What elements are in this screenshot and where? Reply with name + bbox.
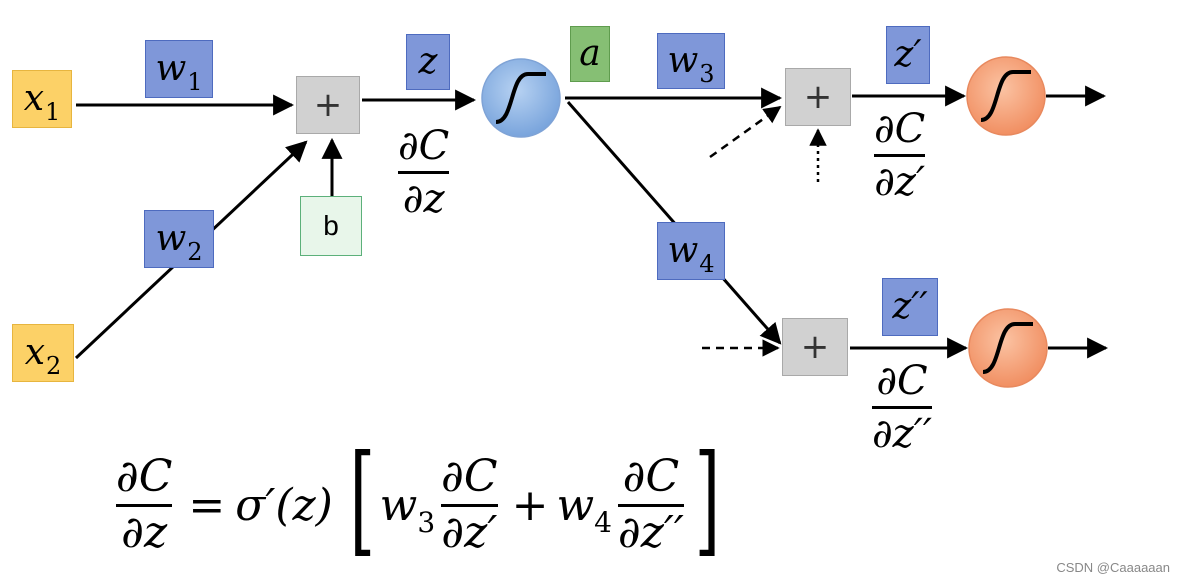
fraction-bar [874,154,926,157]
sum-node-lower: + [782,318,848,376]
fraction-bar [872,406,932,409]
formula-lhs: ∂C ∂z [116,450,173,558]
backprop-formula: ∂C ∂z = σ′(z) [ w3 ∂C ∂z′ + w4 ∂C ∂z′′ ] [110,440,725,570]
formula-term2-fraction: ∂C ∂z′′ [617,450,684,558]
weight-w1: w1 [145,40,213,98]
weight-w3: w3 [657,33,725,89]
input-x2: x2 [12,324,74,382]
formula-term1-fraction: ∂C ∂z′ [441,450,498,558]
formula-plus: + [511,479,549,531]
formula-w3: w3 [379,479,436,539]
formula-right-bracket: ] [694,430,721,569]
label-z-prime: z′ [886,26,930,84]
gradient-dC-dz-double-prime: ∂C ∂z′′ [872,358,932,457]
sigmoid-neuron-upper [966,56,1046,136]
label-z-double-prime: z′′ [882,278,938,336]
watermark: CSDN @Caaaaaan [1056,560,1170,575]
dashed-input-upper [709,105,782,159]
sum-node-upper: + [785,68,851,126]
bias-b: b [300,196,362,256]
weight-w2: w2 [144,210,214,268]
fraction-bar [398,171,450,174]
sigmoid-neuron-lower [968,308,1048,388]
activation-a: a [570,26,610,82]
gradient-dC-dz-prime: ∂C ∂z′ [874,106,926,205]
formula-equals: = [188,479,226,531]
formula-left-bracket: [ [349,430,376,569]
formula-w4: w4 [556,479,612,539]
gradient-dC-dz: ∂C ∂z [398,123,450,222]
sigmoid-neuron-hidden [481,58,561,138]
label-z: z [406,34,450,90]
formula-sigma-prime: σ′(z) [235,479,333,531]
input-x1: x1 [12,70,72,128]
weight-w4: w4 [657,222,725,280]
sum-node-hidden: + [296,76,360,134]
